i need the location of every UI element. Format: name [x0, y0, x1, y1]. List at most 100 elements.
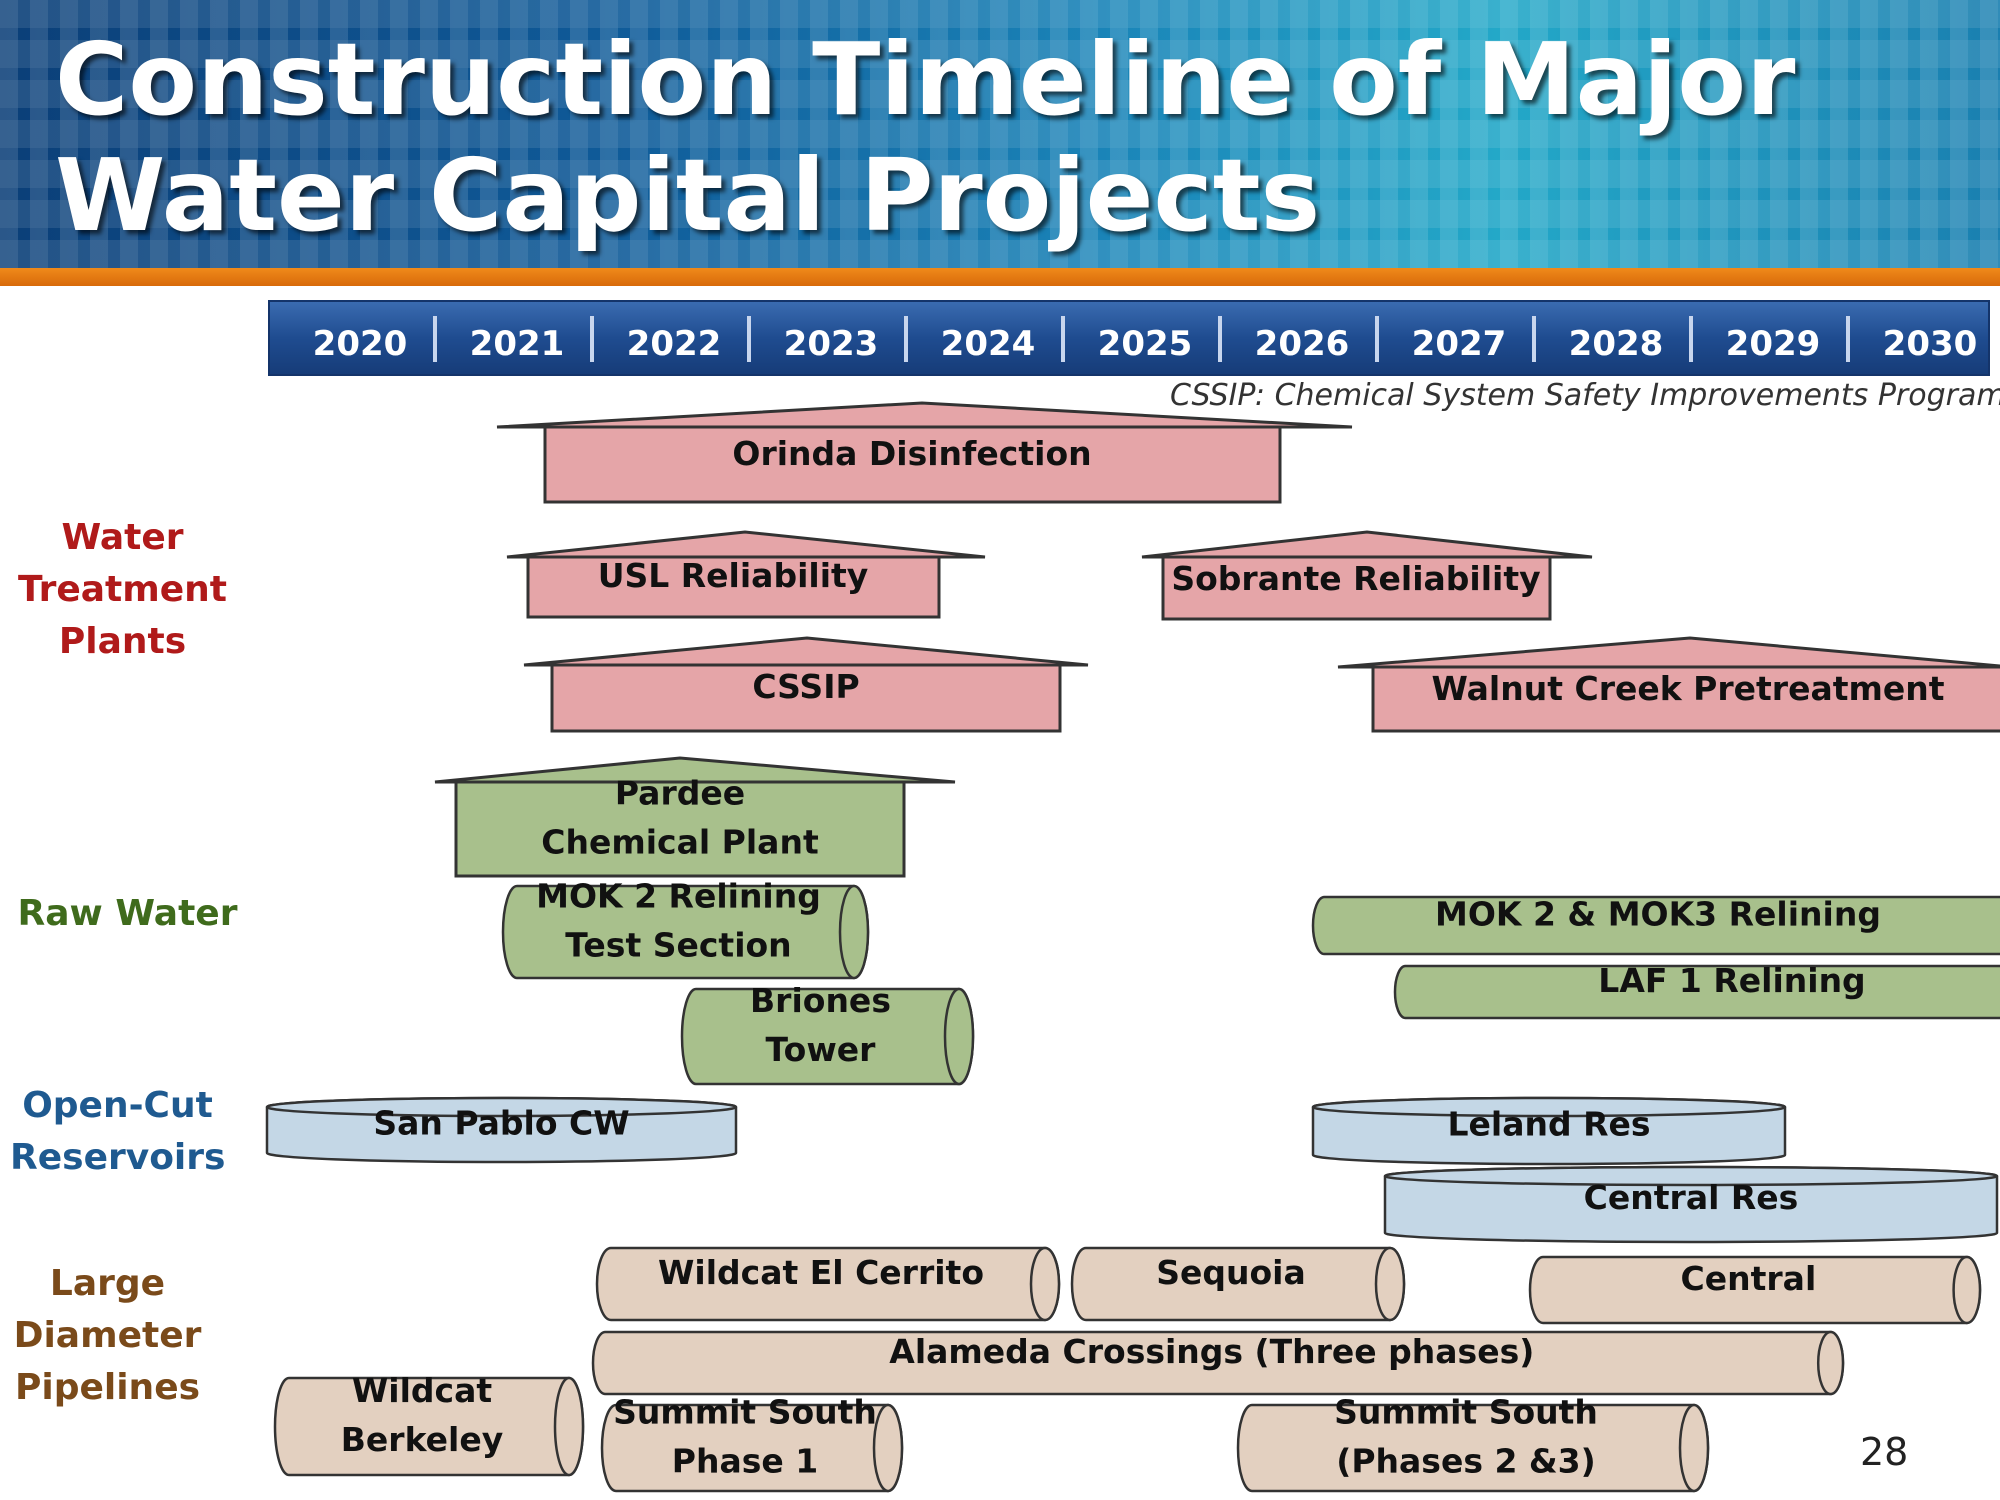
year-separator — [1061, 316, 1065, 362]
year-label: 2029 — [1725, 324, 1821, 364]
project-label: Alameda Crossings (Three phases) — [889, 1332, 1534, 1371]
cylinder-end — [1678, 1403, 1710, 1493]
project-central-pipeline: Central — [1528, 1255, 1982, 1325]
project-label-line: Central — [1681, 1259, 1817, 1298]
year-label: 2023 — [783, 324, 879, 364]
category-raw-water: Raw Water — [10, 888, 245, 940]
cylinder-body — [1393, 964, 2000, 1020]
year-label: 2024 — [940, 324, 1036, 364]
project-label-line: LAF 1 Relining — [1598, 961, 1865, 1000]
category-line: Treatment — [17, 569, 228, 610]
project-label-line: Wildcat — [352, 1371, 492, 1410]
year-separator — [1375, 316, 1379, 362]
header-accent-bar — [0, 268, 2000, 286]
project-label: Wildcat El Cerrito — [658, 1253, 984, 1292]
project-label: Sequoia — [1156, 1253, 1306, 1292]
project-label: Summit South (Phases 2 &3) — [1334, 1393, 1598, 1481]
project-label-line: (Phases 2 &3) — [1336, 1442, 1595, 1481]
cylinder-end — [1029, 1246, 1061, 1322]
project-label-line: MOK 2 Relining — [536, 877, 821, 916]
year-label: 2027 — [1411, 324, 1507, 364]
project-label-line: San Pablo CW — [373, 1104, 629, 1143]
roof-shape — [1141, 530, 1593, 559]
project-label-line: Alameda Crossings (Three phases) — [889, 1332, 1534, 1371]
category-line: Open-Cut — [22, 1085, 213, 1126]
roof-shape — [506, 530, 986, 559]
header-pattern — [0, 0, 2000, 268]
category-reservoirs: Open-Cut Reservoirs — [10, 1080, 225, 1184]
project-label: LAF 1 Relining — [1598, 961, 1865, 1000]
project-label-line: Berkeley — [341, 1420, 503, 1459]
project-label: Leland Res — [1447, 1105, 1650, 1144]
project-label-line: Central Res — [1584, 1178, 1799, 1217]
project-label-line: Tower — [766, 1030, 877, 1069]
project-alameda-crossings: Alameda Crossings (Three phases) — [591, 1330, 1845, 1396]
project-label-line: Summit South — [1334, 1393, 1598, 1432]
year-label: 2028 — [1568, 324, 1664, 364]
category-water-treatment: Water Treatment Plants — [15, 512, 230, 668]
project-label-line: Orinda Disinfection — [732, 434, 1091, 473]
cylinder-end — [553, 1376, 585, 1477]
year-label: 2020 — [312, 324, 408, 364]
header-banner: Construction Timeline of Major Water Cap… — [0, 0, 2000, 268]
cssip-footnote: CSSIP: Chemical System Safety Improvemen… — [1170, 378, 2000, 413]
project-summit-south-phases-2-3: Summit South (Phases 2 &3) — [1236, 1393, 1710, 1493]
year-separator — [747, 316, 751, 362]
project-label-line: CSSIP — [752, 667, 859, 706]
year-separator — [590, 316, 594, 362]
project-label-line: Leland Res — [1447, 1105, 1650, 1144]
project-label: Walnut Creek Pretreatment — [1431, 669, 1944, 708]
slide-title: Construction Timeline of Major Water Cap… — [55, 22, 1795, 254]
project-label: Orinda Disinfection — [732, 434, 1091, 473]
year-separator — [1218, 316, 1222, 362]
project-san-pablo-cw: San Pablo CW — [265, 1096, 738, 1164]
year-separator — [904, 316, 908, 362]
project-walnut-creek-pretreatment: Walnut Creek Pretreatment — [1337, 636, 2000, 733]
project-box — [1161, 555, 1552, 621]
title-line-1: Construction Timeline of Major — [55, 21, 1796, 138]
title-line-2: Water Capital Projects — [55, 137, 1321, 254]
project-cssip: CSSIP — [523, 636, 1089, 733]
category-line: Plants — [58, 621, 187, 662]
cylinder-end — [943, 987, 975, 1086]
year-bar: 2020 2021 2022 2023 2024 2025 2026 2027 … — [268, 300, 1990, 376]
category-line: Pipelines — [14, 1367, 201, 1408]
project-leland-res: Leland Res — [1311, 1096, 1787, 1166]
year-separator — [433, 316, 437, 362]
cylinder-end — [1952, 1255, 1982, 1325]
project-laf1-relining: LAF 1 Relining — [1393, 961, 2000, 1020]
project-box — [1371, 665, 2000, 733]
year-label: 2021 — [469, 324, 565, 364]
project-label: San Pablo CW — [373, 1104, 629, 1143]
project-box — [454, 780, 906, 878]
project-label-line: Chemical Plant — [541, 823, 819, 862]
project-label: Sobrante Reliability — [1171, 559, 1540, 598]
project-label-line: Sobrante Reliability — [1171, 559, 1540, 598]
year-separator — [1532, 316, 1536, 362]
project-label-line: Wildcat El Cerrito — [658, 1253, 984, 1292]
project-label: MOK 2 & MOK3 Relining — [1435, 895, 1881, 934]
cylinder-top — [1311, 1096, 1787, 1118]
year-label: 2025 — [1097, 324, 1193, 364]
year-label: 2030 — [1882, 324, 1978, 364]
page-number: 28 — [1860, 1430, 1909, 1474]
project-label-line: Walnut Creek Pretreatment — [1431, 669, 1944, 708]
cylinder-end — [872, 1403, 904, 1493]
category-line: Raw Water — [17, 893, 238, 934]
category-line: Diameter — [13, 1315, 202, 1356]
category-line: Reservoirs — [10, 1137, 226, 1178]
project-orinda-disinfection: Orinda Disinfection — [496, 401, 1353, 504]
project-wildcat-el-cerrito: Wildcat El Cerrito — [595, 1246, 1061, 1322]
roof-shape — [523, 636, 1089, 667]
cylinder-end — [1374, 1246, 1406, 1322]
project-label-line: MOK 2 & MOK3 Relining — [1435, 895, 1881, 934]
